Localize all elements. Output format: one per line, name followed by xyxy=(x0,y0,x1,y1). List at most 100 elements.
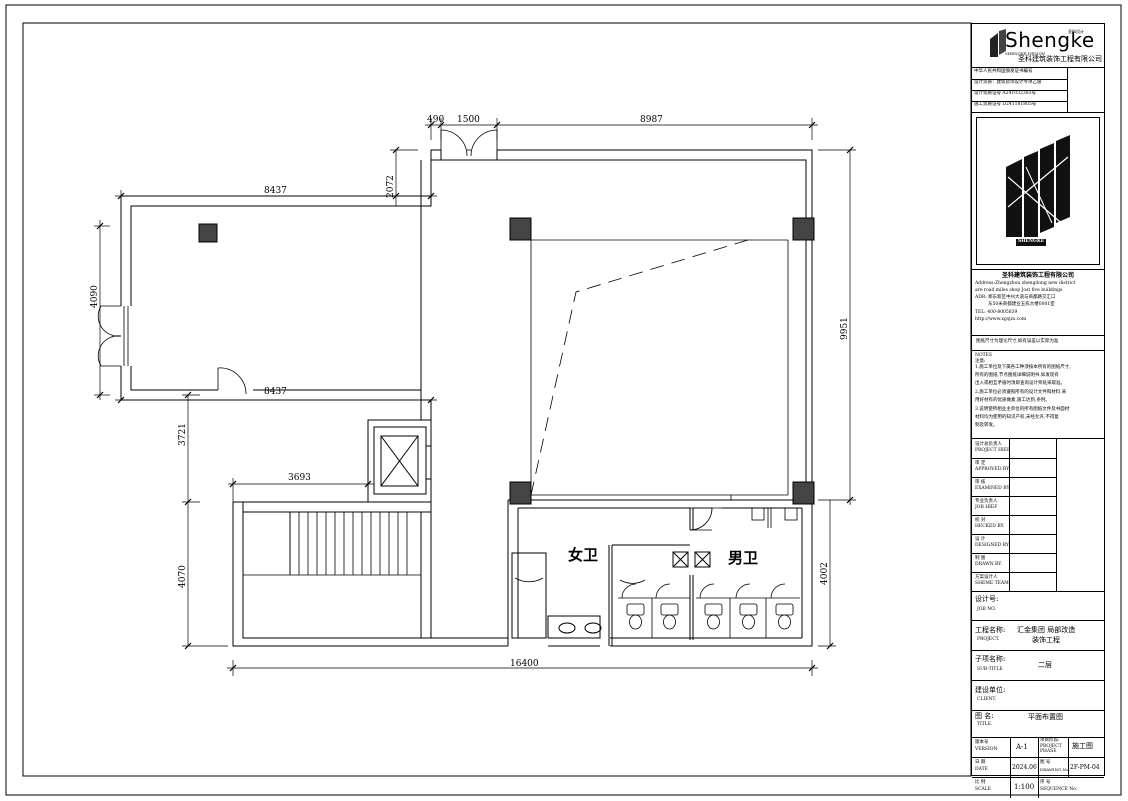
title-label: 图 名: xyxy=(975,712,994,720)
address-en-2: are road miles shop Jost five buildings xyxy=(975,288,1063,293)
scale-label-en: SCALE xyxy=(975,787,992,792)
address-cn-2: 东50米商都建业五栋大楼0001室 xyxy=(988,302,1055,307)
emblem-caption: SHENGKE xyxy=(1016,239,1047,246)
washbasin-2 xyxy=(584,622,602,634)
job-no-label: 设计号: xyxy=(975,595,999,603)
company-name: 圣科建筑装饰工程有限公司 xyxy=(1002,272,1075,279)
signature-table: 设计总负责人 PROJECT HIEF 审 定 APPROVED BY. 审 核… xyxy=(972,439,1104,592)
address-cn-1: 郑东新区中州大道与商都路交汇口 xyxy=(988,295,1056,300)
doors xyxy=(97,129,722,531)
date-label-en: DATE xyxy=(975,767,988,772)
project-en: PROJECT. xyxy=(977,637,1000,642)
drawing-no-value: 2F-PM-04 xyxy=(1070,764,1100,771)
column xyxy=(509,481,532,505)
note-line: 出入或相互矛盾时须即查询设计师处采取准。 xyxy=(975,381,1065,386)
signature-row: 制 图 DRAWN BY. xyxy=(972,553,1056,573)
dim-3721: 3721 xyxy=(178,423,188,446)
job-no-en: JOB NO. xyxy=(977,607,997,612)
column xyxy=(792,481,815,505)
disclaimer: 图纸尺寸为理论尺寸,如有误差以实际为准 xyxy=(976,339,1059,344)
dim-4070: 4070 xyxy=(178,565,188,588)
title-en: TITLE. xyxy=(977,722,993,727)
sequence-label-en: SEQUENCE No. xyxy=(1040,787,1078,792)
notes-area: NOTES 注意: 1.施工单位及下属各工种须按本所有的图纸尺寸, 所有的图纸,… xyxy=(972,351,1104,439)
drawing-title: 平面布置图 xyxy=(1028,713,1063,721)
sequence-label: 序 号 xyxy=(1040,780,1051,785)
cert-line: 设计资质：建筑装饰设计专项乙级 xyxy=(974,80,1042,85)
date-label: 日 期 xyxy=(975,760,986,765)
logo-mark-icon xyxy=(990,29,1006,57)
note-line: 1.施工单位及下属各工种须按本所有的图纸尺寸, xyxy=(975,365,1071,370)
subtitle-value: 二层 xyxy=(1038,661,1052,669)
version-label: 版本号 xyxy=(975,740,989,745)
dim-8437-top: 8437 xyxy=(264,186,287,196)
title-row: 图 名: TITLE. 平面布置图 xyxy=(972,711,1104,738)
men-stalls xyxy=(696,507,800,638)
client-en: CLIENT. xyxy=(977,697,997,702)
scale-value: 1:100 xyxy=(1014,783,1035,791)
note-line: 制及转发。 xyxy=(975,423,998,428)
column xyxy=(509,217,532,241)
signature-row: 校 对 HECKED BY. xyxy=(972,515,1056,535)
company-tel: TEL: 400-8005839 xyxy=(975,310,1018,315)
dim-3693: 3693 xyxy=(288,473,311,483)
logo-area: Shengke 圣科设计 SHENGKE DESIGN 圣科建筑装饰工程有限公司 xyxy=(972,24,1104,68)
outer-wall-upper xyxy=(120,149,441,306)
dim-4090: 4090 xyxy=(90,285,100,308)
address-en-1: Address:Zhengzhou zhengdong new district xyxy=(975,281,1076,286)
note-line: 所有的图纸,节点图纸详细说明书,如发现有 xyxy=(975,373,1059,378)
logo-brand: Shengke xyxy=(1005,28,1095,52)
logo-company: 圣科建筑装饰工程有限公司 xyxy=(1018,55,1102,63)
floor-plan xyxy=(97,129,813,647)
emblem-area: SHENGKE xyxy=(972,112,1104,270)
company-info: 圣科建筑装饰工程有限公司 Address:Zhengzhou zhengdong… xyxy=(972,269,1104,336)
scale-label: 比 例 xyxy=(975,780,986,785)
atrium xyxy=(530,239,789,500)
women-stalls xyxy=(618,583,690,638)
date-row: 日 期 DATE 2024.06 图 号 DRAWING No. 2F-PM-0… xyxy=(972,758,1104,778)
note-line: 用好材有的优质做素,施工达到,条例。 xyxy=(975,398,1050,403)
phase-value: 施工图 xyxy=(1072,742,1093,750)
inner-wall-upper xyxy=(440,156,498,161)
phase-label-en-1: PROJECT xyxy=(1040,744,1062,749)
date-value: 2024.06 xyxy=(1012,764,1037,771)
signature-row: 设 计 DESIGNED BY. xyxy=(972,534,1056,554)
dim-2072: 2072 xyxy=(386,175,396,198)
company-web: http://www.xgsjzs.com xyxy=(975,317,1027,322)
column xyxy=(792,217,815,241)
company-emblem-icon xyxy=(1006,135,1070,237)
scale-row: 比 例 SCALE 1:100 序 号 SEQUENCE No. xyxy=(972,778,1104,798)
version-value: A-1 xyxy=(1016,743,1028,751)
dim-9951: 9951 xyxy=(840,317,850,340)
address-label: ADR: xyxy=(975,295,987,300)
version-label-en: VERSION xyxy=(975,747,998,752)
dim-8437-mid: 8437 xyxy=(264,387,287,397)
signature-row: 审 核 EXAMINED BY. xyxy=(972,477,1056,497)
subtitle-row: 子项名称: SUB-TITLE 二层 xyxy=(972,651,1104,681)
phase-label: 项目阶段: xyxy=(1040,738,1060,743)
title-block: Shengke 圣科设计 SHENGKE DESIGN 圣科建筑装饰工程有限公司… xyxy=(971,23,1105,798)
note-line: 3.说明使所相业主单位的所有图纸文件及书面材 xyxy=(975,407,1070,412)
dim-8987: 8987 xyxy=(640,115,663,125)
client-row: 建设单位: CLIENT. xyxy=(972,681,1104,711)
columns xyxy=(198,217,815,505)
staircase xyxy=(243,512,421,576)
signature-row: 方案设计人 SHEME TEAM. xyxy=(975,575,1011,586)
notes-title: NOTES xyxy=(975,353,992,358)
client-label: 建设单位: xyxy=(975,686,1006,694)
signature-row: 专业负责人 JOB HIEF xyxy=(972,496,1056,516)
cert-line: 施工资质证号 D241181805号 xyxy=(974,102,1037,107)
drawing-no-label: 图 号 xyxy=(1040,760,1051,765)
room-labels: 女卫 男卫 xyxy=(568,546,758,567)
phase-label-en-2: PHASE xyxy=(1040,749,1057,754)
project-name-2: 装饰工程 xyxy=(1032,636,1060,644)
sheet-border xyxy=(5,4,1122,796)
signature-row: 审 定 APPROVED BY. xyxy=(972,458,1056,478)
drawing-no-label-en: DRAWING No. xyxy=(1040,767,1070,772)
dimension-lines xyxy=(94,118,856,676)
washbasin-1 xyxy=(558,622,576,634)
dimension-labels: 490 1500 8987 8437 2072 4090 8437 3721 3… xyxy=(90,115,850,669)
cert-line: 中华人民共和国颁发证书编号 xyxy=(974,69,1033,74)
subtitle-en: SUB-TITLE xyxy=(977,667,1003,672)
